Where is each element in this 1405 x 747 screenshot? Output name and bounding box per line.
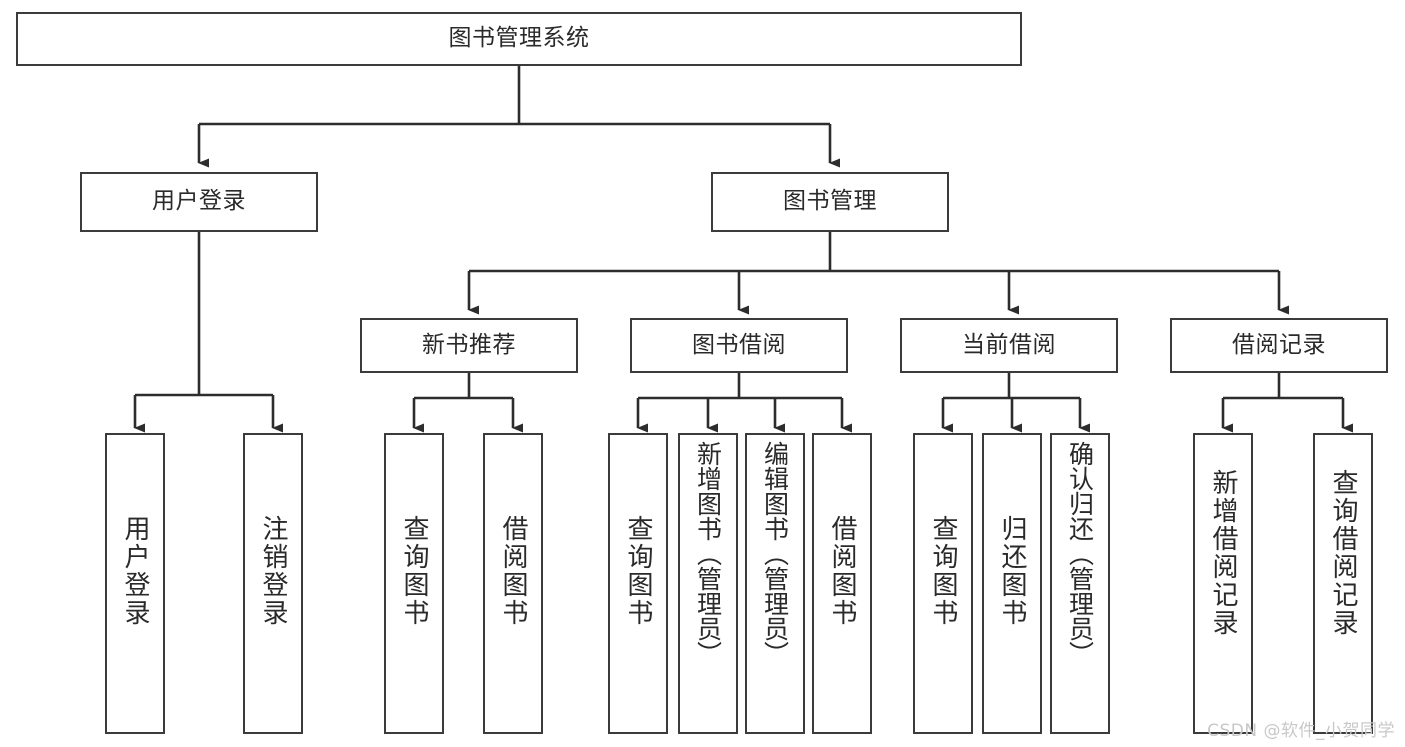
- node-label: 图书管理: [783, 188, 877, 215]
- node-label: 新增图书（管理员）: [693, 441, 723, 666]
- node-user-login[interactable]: 用户登录: [80, 172, 318, 232]
- node-label: 查询图书: [928, 515, 958, 627]
- node-label: 归还图书: [997, 515, 1027, 627]
- leaf-confirm-return[interactable]: 确认归还（管理员）: [1050, 433, 1110, 734]
- node-label: 当前借阅: [962, 331, 1056, 358]
- node-book-management-system[interactable]: 图书管理系统: [16, 12, 1022, 66]
- leaf-add-book[interactable]: 新增图书（管理员）: [678, 433, 738, 734]
- leaf-logout[interactable]: 注销登录: [243, 433, 303, 734]
- node-current-borrow[interactable]: 当前借阅: [900, 318, 1118, 373]
- leaf-user-login[interactable]: 用户登录: [105, 433, 165, 734]
- node-book-manage[interactable]: 图书管理: [711, 172, 949, 232]
- leaf-query-record[interactable]: 查询借阅记录: [1313, 433, 1373, 734]
- node-new-book-rec[interactable]: 新书推荐: [360, 318, 578, 373]
- node-label: 注销登录: [258, 515, 288, 627]
- node-label: 用户登录: [152, 188, 246, 215]
- node-label: 用户登录: [120, 515, 150, 627]
- node-label: 图书借阅: [692, 331, 786, 358]
- node-label: 查询图书: [623, 515, 653, 627]
- node-label: 确认归还（管理员）: [1065, 441, 1095, 666]
- node-label: 借阅图书: [827, 515, 857, 627]
- leaf-query-book-1[interactable]: 查询图书: [384, 433, 444, 734]
- leaf-edit-book[interactable]: 编辑图书（管理员）: [745, 433, 805, 734]
- node-label: 查询图书: [399, 515, 429, 627]
- node-borrow-record[interactable]: 借阅记录: [1170, 318, 1388, 373]
- leaf-borrow-book-1[interactable]: 借阅图书: [483, 433, 543, 734]
- leaf-borrow-book-2[interactable]: 借阅图书: [812, 433, 872, 734]
- node-label: 借阅记录: [1232, 331, 1326, 358]
- node-book-borrow[interactable]: 图书借阅: [630, 318, 848, 373]
- leaf-return-book[interactable]: 归还图书: [982, 433, 1042, 734]
- node-label: 新书推荐: [422, 331, 516, 358]
- node-label: 图书管理系统: [448, 25, 590, 52]
- node-label: 新增借阅记录: [1208, 469, 1238, 637]
- leaf-query-book-3[interactable]: 查询图书: [913, 433, 973, 734]
- node-label: 借阅图书: [498, 515, 528, 627]
- node-label: 查询借阅记录: [1328, 469, 1358, 637]
- node-label: 编辑图书（管理员）: [760, 441, 790, 666]
- leaf-query-book-2[interactable]: 查询图书: [608, 433, 668, 734]
- leaf-add-record[interactable]: 新增借阅记录: [1193, 433, 1253, 734]
